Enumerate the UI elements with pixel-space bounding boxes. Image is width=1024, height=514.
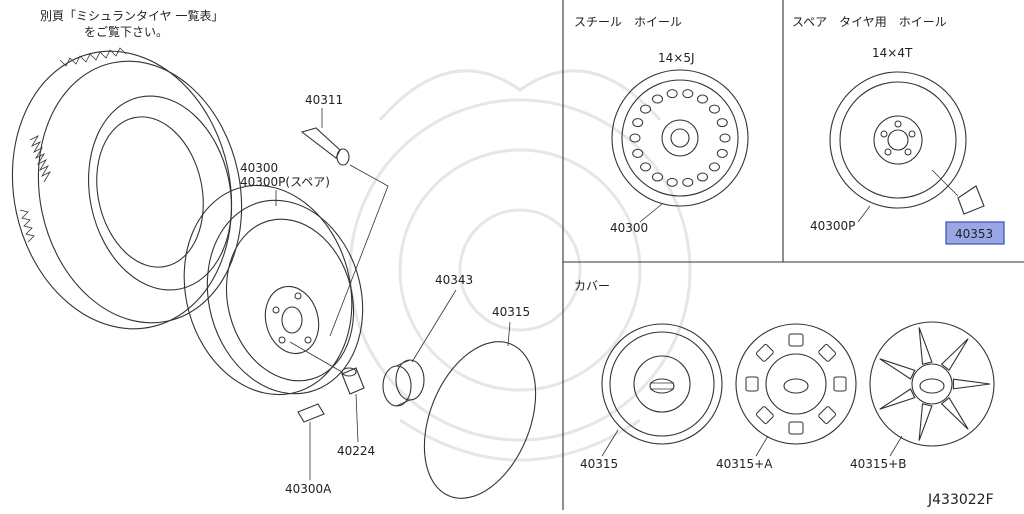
steel-wheel-vent-hole	[652, 172, 663, 182]
steel-wheel-vent-hole	[632, 118, 644, 128]
steel-wheel-vent-hole	[640, 162, 652, 172]
steel-wheel-vent-hole	[708, 162, 720, 172]
panel-frames	[562, 0, 1024, 510]
steel-wheel-vent-hole	[666, 89, 678, 99]
spare-wheel-part: 40300P	[810, 219, 855, 233]
steel-wheel-vent-hole	[682, 177, 694, 187]
highlight-part-box[interactable]	[945, 221, 1005, 245]
label-wheel: 40300	[240, 161, 278, 175]
cover-slot	[756, 344, 774, 362]
steel-wheel-vent-hole	[666, 177, 678, 187]
steel-wheel-part: 40300	[610, 221, 648, 235]
steel-wheel-vent-hole	[640, 104, 652, 114]
cover-item-2: 40315+A	[716, 457, 773, 471]
label-nut: 40224	[337, 444, 375, 458]
label-cap: 40343	[435, 273, 473, 287]
cover-spoke	[940, 396, 969, 430]
cover-slot	[818, 344, 836, 362]
watermark-emblem	[348, 69, 692, 462]
label-cover: 40315	[492, 305, 530, 319]
tire-illustration	[11, 47, 243, 330]
cover-spoke	[879, 358, 916, 380]
valve-illustration	[300, 127, 389, 337]
steel-wheel-vent-hole	[719, 133, 731, 143]
steel-wheel-vent-hole	[708, 104, 720, 114]
diagram-id: J433022F	[927, 492, 994, 508]
weight-illustration	[297, 403, 325, 423]
cover-slot	[788, 421, 804, 435]
steel-wheel-title: スチール ホイール	[574, 15, 682, 29]
note-line-1: 別頁「ミシュランタイヤ 一覧表」	[40, 9, 223, 23]
cover-item-1: 40315	[580, 457, 618, 471]
note-line-2: をご覧下さい。	[84, 24, 168, 39]
cover-item-3: 40315+B	[850, 457, 906, 471]
label-valve: 40311	[305, 93, 343, 107]
cover-spoke	[918, 327, 933, 365]
cover-spoke	[952, 378, 991, 390]
steel-wheel-size: 14×5J	[658, 51, 695, 65]
steel-wheel-vent-hole	[629, 133, 641, 143]
cover-slot	[818, 406, 836, 424]
spare-wheel-size: 14×4T	[872, 46, 913, 60]
cover-spoke	[918, 403, 933, 441]
wheel-illustration	[183, 184, 364, 396]
cover-panel-title: カバー	[574, 279, 610, 293]
cover-spoke	[879, 388, 916, 410]
cover-slot	[745, 376, 759, 392]
steel-wheel-vent-hole	[716, 118, 728, 128]
steel-wheel-vent-hole	[682, 89, 694, 99]
cover-b-illustration	[869, 321, 995, 447]
center-cap-illustration	[382, 359, 425, 407]
cover-slot	[756, 406, 774, 424]
steel-wheel-vent-hole	[697, 172, 708, 182]
wheel-cover-illustration	[423, 341, 537, 499]
label-wheel-spare: 40300P(スペア)	[240, 175, 330, 189]
nut-illustration	[289, 341, 365, 395]
steel-wheel-vent-hole	[632, 148, 644, 158]
cover-spoke	[940, 338, 969, 372]
cover-slot	[833, 376, 847, 392]
steel-wheel-vent-hole	[697, 94, 708, 104]
spare-wheel-illustration	[829, 71, 985, 215]
label-weight: 40300A	[285, 482, 332, 496]
spare-wheel-title: スペア タイヤ用 ホイール	[792, 15, 947, 29]
cover-a-illustration	[735, 323, 857, 445]
steel-wheel-illustration	[611, 69, 749, 207]
steel-wheel-vent-hole	[716, 148, 728, 158]
cover-plain-illustration	[601, 323, 723, 445]
highlight-part-label[interactable]: 40353	[955, 227, 993, 241]
cover-slot	[788, 333, 804, 347]
steel-wheel-vent-hole	[652, 94, 663, 104]
